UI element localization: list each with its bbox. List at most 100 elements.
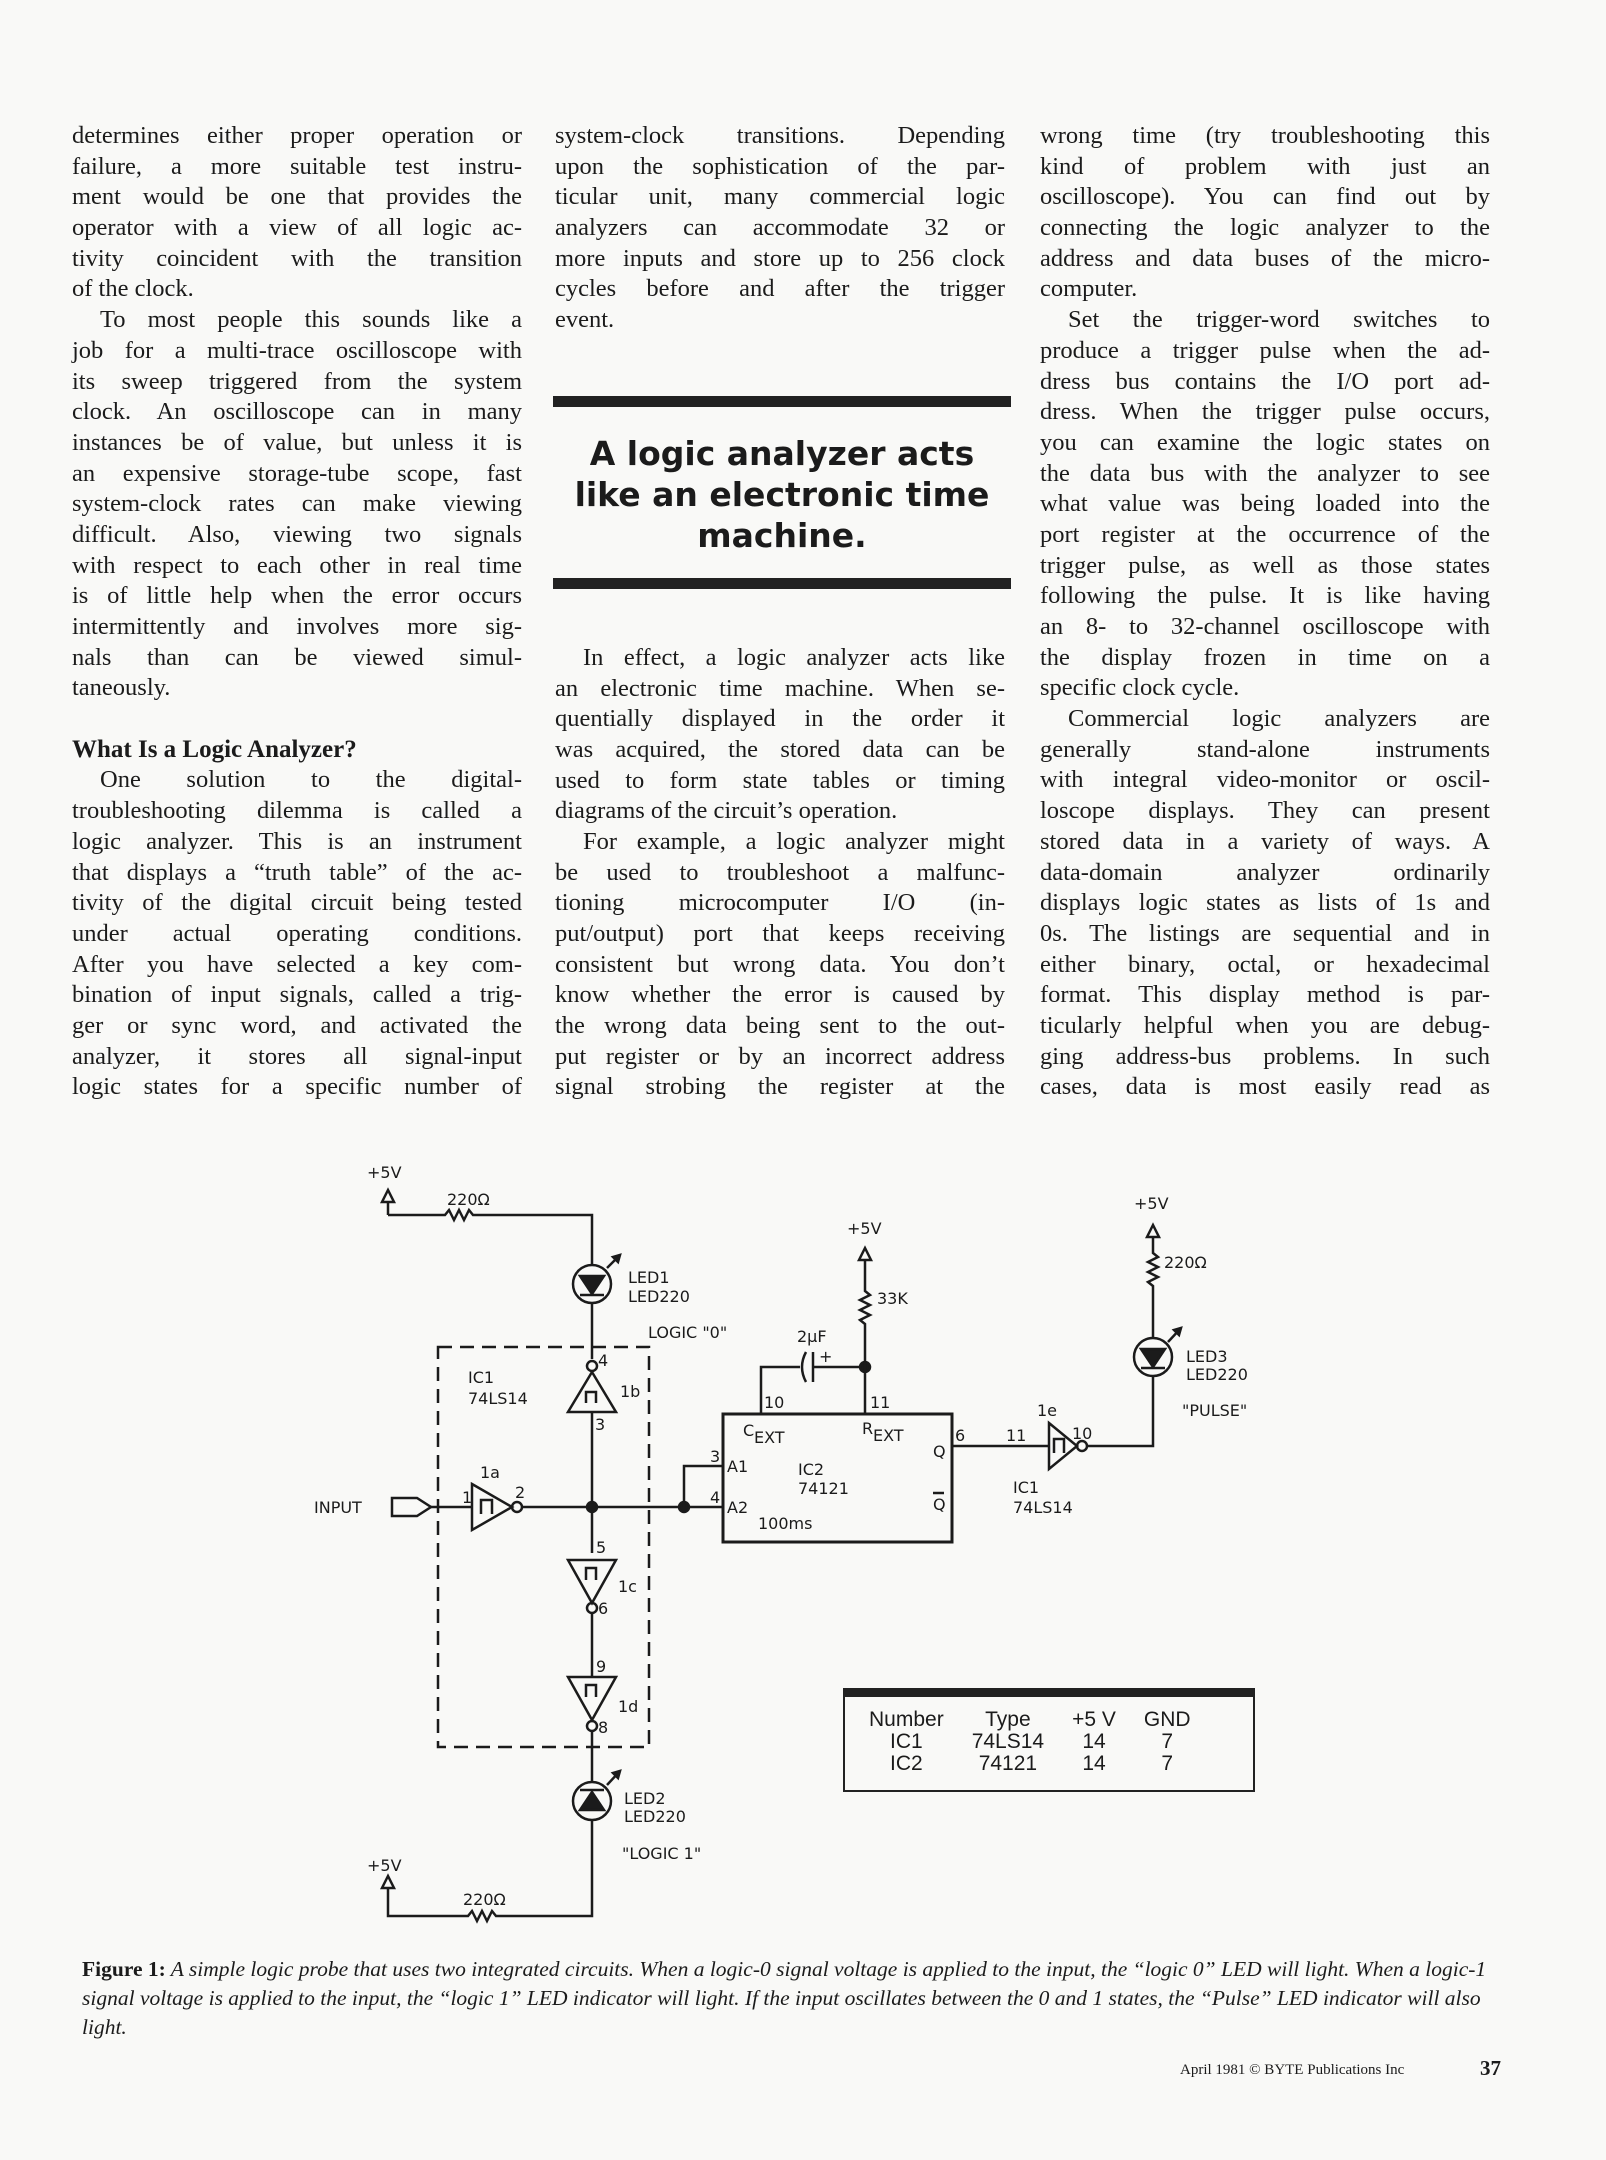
text-line: that displays a “truth table” of the ac- <box>72 858 522 886</box>
cext-label: C <box>743 1421 754 1440</box>
led2-name: LED2 <box>624 1789 666 1808</box>
text-line: upon the sophistication of the par- <box>555 152 1005 180</box>
text-line: tioning microcomputer I/O (in- <box>555 889 1005 917</box>
ic2-timing: 100ms <box>758 1514 812 1533</box>
text-line: know whether the error is caused by <box>555 981 1005 1009</box>
pin-label: 6 <box>955 1426 965 1445</box>
text-line: logic analyzer. This is an instrument <box>72 827 522 855</box>
ic2-name: IC2 <box>798 1460 824 1479</box>
led2-icon <box>571 1769 622 1822</box>
text-line: tivity coincident with the transition <box>72 244 522 272</box>
pin-label: 4 <box>710 1488 720 1507</box>
vcc-arrow-icon <box>856 1245 874 1262</box>
text-line: its sweep triggered from the system <box>72 367 522 395</box>
text-line: ment would be one that provides the <box>72 183 522 211</box>
text-line: Set the trigger-word switches to <box>1068 306 1490 334</box>
text-line: In effect, a logic analyzer acts like <box>583 643 1005 671</box>
text-line: address and data buses of the micro- <box>1040 244 1490 272</box>
vcc-label: +5V <box>367 1163 402 1182</box>
pin-label: 1 <box>462 1488 472 1507</box>
ic1-name: IC1 <box>1013 1478 1039 1497</box>
text-line: bination of input signals, called a trig… <box>72 981 522 1009</box>
text-line: generally stand-alone instruments <box>1040 735 1490 763</box>
pin-a2-label: A2 <box>727 1498 748 1517</box>
cell: 74121 <box>978 1752 1038 1775</box>
pull-quote-line: machine. <box>697 516 867 555</box>
text-line: ging address-bus problems. In such <box>1040 1042 1490 1070</box>
pin-label: 6 <box>598 1599 608 1618</box>
pin-label: 3 <box>595 1415 605 1434</box>
cell: IC2 <box>890 1752 923 1775</box>
ic2-74121 <box>721 1412 954 1544</box>
text-line: format. This display method is par- <box>1040 981 1490 1009</box>
gate-label: 1d <box>618 1697 638 1716</box>
text-line: put register or by an incorrect address <box>555 1042 1005 1070</box>
resistor-r3 <box>1145 1237 1161 1338</box>
r-33k-label: 33K <box>877 1289 908 1308</box>
text-line: under actual operating conditions. <box>72 919 522 947</box>
caption-label: Figure 1: <box>82 1957 166 1981</box>
text-line: 0s. The listings are sequential and in <box>1040 919 1490 947</box>
text-line: ticular unit, many commercial logic <box>555 183 1005 211</box>
text-line: Commercial logic analyzers are <box>1068 705 1490 733</box>
pin-label: 5 <box>596 1538 606 1557</box>
text-line: the display frozen in time on a <box>1040 643 1490 671</box>
pull-quote-line: A logic analyzer acts <box>589 434 975 473</box>
text-line: system-clock transitions. Depending <box>555 122 1005 149</box>
led3-label: "PULSE" <box>1182 1401 1247 1420</box>
led1-label: LOGIC "0" <box>648 1323 727 1342</box>
text-line: quentially displayed in the order it <box>555 705 1005 733</box>
led3-type: LED220 <box>1186 1365 1248 1384</box>
text-line: analyzer, it stores all signal-input <box>72 1042 522 1070</box>
pin-label: 10 <box>1072 1424 1092 1443</box>
text-line: oscilloscope). You can find out by <box>1040 183 1490 211</box>
text-line: difficult. Also, viewing two signals <box>72 520 522 548</box>
vcc-arrow-icon <box>1144 1222 1162 1239</box>
text-line: either binary, octal, or hexadecimal <box>1040 950 1490 978</box>
input-label: INPUT <box>314 1498 362 1517</box>
resistor-33k <box>857 1260 873 1414</box>
cell: 14 <box>1082 1730 1106 1753</box>
table-row: IC1 74LS14 14 7 <box>855 1731 1205 1753</box>
text-line: consistent but wrong data. You don’t <box>555 950 1005 978</box>
rext-sub: EXT <box>873 1426 904 1445</box>
table-row: IC2 74121 14 7 <box>855 1753 1205 1775</box>
text-line: nals than can be viewed simul- <box>72 643 522 671</box>
text-line: intermittently and involves more sig- <box>72 613 522 640</box>
ic-power-table: Number Type +5 V GND IC1 74LS14 14 7 IC2… <box>843 1688 1255 1792</box>
vcc-label: +5V <box>847 1219 882 1238</box>
text-line: cycles before and after the trigger <box>555 275 1005 303</box>
text-line: dress bus contains the I/O port ad- <box>1040 367 1490 395</box>
section-heading: What Is a Logic Analyzer? <box>72 735 357 763</box>
text-line: stored data in a variety of ways. A <box>1040 827 1490 855</box>
text-line: loscope displays. They can present <box>1040 797 1490 825</box>
text-line: trigger pulse, as well as those states <box>1040 551 1490 579</box>
text-line: port register at the occurrence of the <box>1040 520 1490 548</box>
pin-label: 4 <box>598 1351 608 1370</box>
text-line: what value was being loaded into the <box>1040 490 1490 518</box>
caption-text: A simple logic probe that uses two integ… <box>82 1957 1487 2039</box>
pin-label: 11 <box>870 1393 890 1412</box>
text-line: be used to troubleshoot a malfunc- <box>555 858 1005 886</box>
text-line: the data bus with the analyzer to see <box>1040 459 1490 487</box>
cext-sub: EXT <box>754 1428 785 1447</box>
col2-body: system-clock transitions. Depending upon … <box>555 121 1005 336</box>
led2-label: "LOGIC 1" <box>622 1844 701 1863</box>
text-line: with respect to each other in real time <box>72 551 522 579</box>
led1-icon <box>571 1253 622 1305</box>
cell: IC1 <box>890 1730 923 1753</box>
text-line: an 8- to 32-channel oscilloscope with <box>1040 613 1490 640</box>
text-line: For example, a logic analyzer might <box>583 827 1005 855</box>
input-connector-icon <box>390 1496 434 1518</box>
col-header: GND <box>1143 1708 1191 1731</box>
text-line: taneously. <box>72 674 171 702</box>
r1-label: 220Ω <box>447 1190 490 1209</box>
schmitt-inverter-1a-icon <box>470 1481 524 1533</box>
r3-label: 220Ω <box>1164 1253 1207 1272</box>
pull-quote: A logic analyzer acts like an electronic… <box>553 396 1011 596</box>
text-line: determines either proper operation or <box>72 122 522 149</box>
resistor-r2 <box>386 1820 594 1924</box>
